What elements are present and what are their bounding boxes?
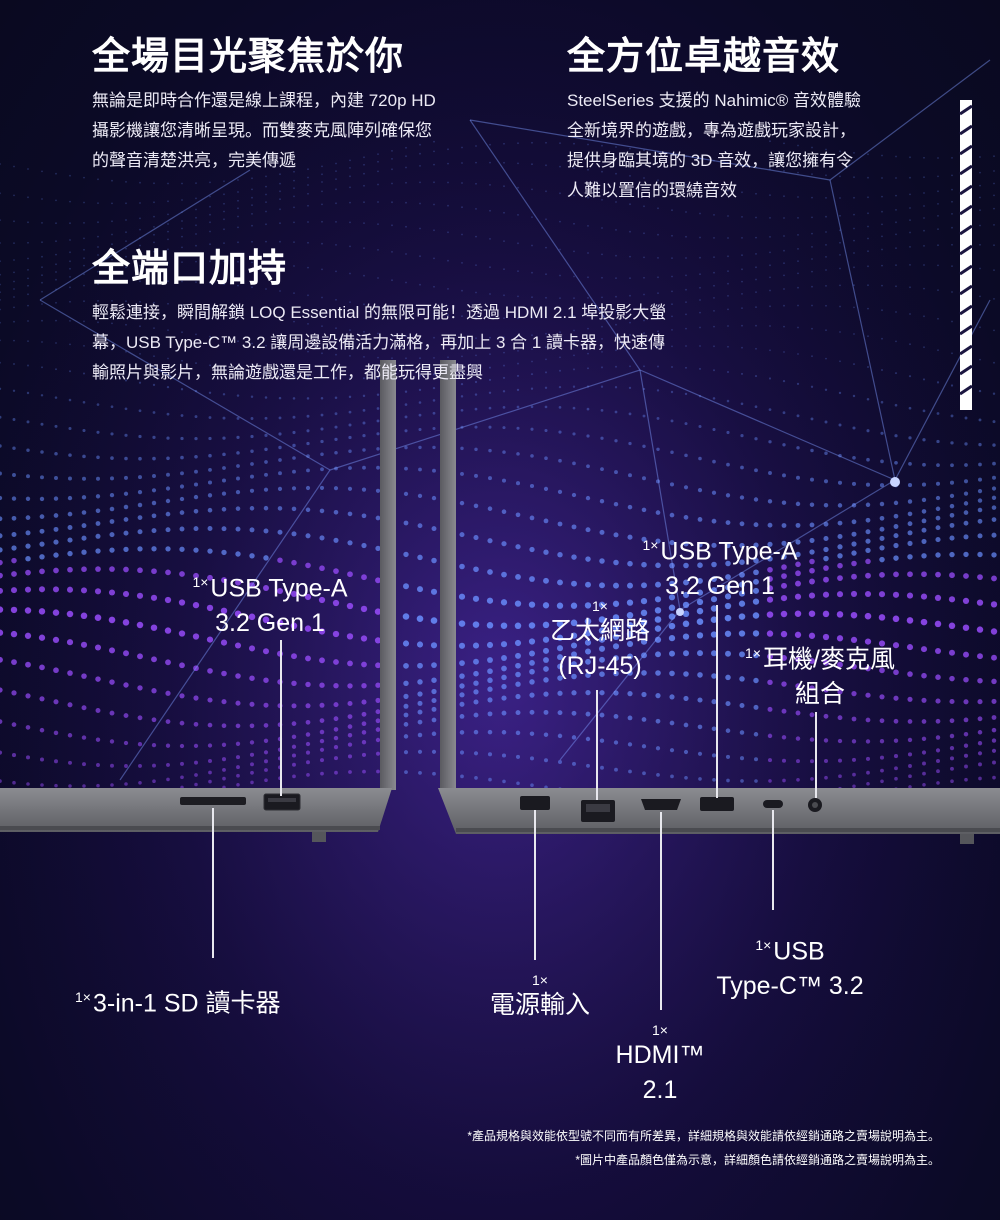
audio-line: 提供身臨其境的 3D 音效，讓您擁有令 [567, 151, 854, 170]
footnote-color: *圖片中產品顏色僅為示意，詳細顏色請依經銷通路之賣場說明為主。 [575, 1153, 940, 1167]
ports-line: 輸照片與影片，無論遊戲還是工作，都能玩得更盡興 [92, 363, 483, 382]
label-text: 組合 [794, 680, 845, 709]
camera-title: 全場目光聚焦於你 [92, 36, 405, 78]
label-usb-a-left: 1×USB Type-A 3.2 Gen 1 [160, 565, 380, 641]
leader-power [534, 810, 536, 960]
qty: 1× [755, 937, 772, 953]
leader-usb-c [772, 810, 774, 910]
audio-line: 人難以置信的環繞音效 [567, 181, 737, 200]
label-text: 2.1 [642, 1076, 678, 1104]
label-text: USB [773, 937, 825, 966]
audio-title: 全方位卓越音效 [567, 36, 841, 78]
label-text: Type-C™ 3.2 [716, 972, 864, 1001]
laptop-right [438, 360, 1000, 844]
ports-line: 幕，USB Type-C™ 3.2 讓周邊設備活力滿格，再加上 3 合 1 讀卡… [92, 333, 666, 352]
qty: 1× [652, 1022, 668, 1038]
qty: 1× [745, 645, 761, 661]
ports-line: 輕鬆連接，瞬間解鎖 LOQ Essential 的無限可能！透過 HDMI 2.… [92, 303, 667, 322]
label-ethernet: 1× 乙太網路 (RJ-45) [520, 598, 680, 684]
label-power: 1× 電源輸入 [470, 972, 610, 1023]
label-text: USB Type-A [210, 574, 348, 603]
ports-title: 全端口加持 [92, 248, 288, 290]
camera-description: 無論是即時合作還是線上課程，內建 720p HD 攝影機讓您清晰呈現。而雙麥克風… [92, 86, 512, 176]
label-sd-reader: 1×3-in-1 SD 讀卡器 [75, 980, 335, 1021]
audio-line: 全新境界的遊戲，專為遊戲玩家設計， [567, 121, 856, 140]
leader-sd-reader [212, 808, 214, 958]
qty: 1× [532, 972, 548, 988]
qty: 1× [592, 598, 608, 614]
label-text: 耳機/麥克風 [763, 645, 895, 674]
label-text: 電源輸入 [489, 991, 590, 1019]
footnote-specs: *產品規格與效能依型號不同而有所差異，詳細規格與效能請依經銷通路之賣場說明為主。 [467, 1129, 940, 1143]
camera-line: 無論是即時合作還是線上課程，內建 720p HD [92, 91, 436, 110]
ports-description: 輕鬆連接，瞬間解鎖 LOQ Essential 的無限可能！透過 HDMI 2.… [92, 298, 772, 388]
leader-hdmi [660, 812, 662, 1010]
label-hdmi: 1× HDMI™ 2.1 [590, 1022, 730, 1108]
label-audio-jack: 1×耳機/麥克風 組合 [720, 636, 920, 712]
label-text: USB Type-A [660, 537, 798, 566]
qty: 1× [642, 537, 659, 553]
audio-description: SteelSeries 支援的 Nahimic® 音效體驗 全新境界的遊戲，專為… [567, 86, 927, 206]
dot-pattern [0, 140, 998, 791]
qty: 1× [192, 574, 209, 590]
audio-line: SteelSeries 支援的 Nahimic® 音效體驗 [567, 91, 862, 110]
network-lines [39, 59, 991, 781]
label-text: (RJ-45) [558, 652, 642, 680]
label-text: 3.2 Gen 1 [665, 572, 775, 601]
camera-line: 的聲音清楚洪亮，完美傳遞 [92, 151, 296, 170]
leader-audio-jack [815, 712, 817, 798]
label-text: 3-in-1 SD 讀卡器 [92, 989, 281, 1018]
laptop-left [0, 360, 396, 842]
stripe-decoration [959, 100, 973, 410]
qty: 1× [75, 989, 91, 1005]
footnotes: *產品規格與效能依型號不同而有所差異，詳細規格與效能請依經銷通路之賣場說明為主。… [300, 1124, 940, 1172]
leader-ethernet [596, 690, 598, 800]
label-usb-c: 1×USB Type-C™ 3.2 [690, 928, 890, 1004]
label-text: 3.2 Gen 1 [215, 609, 325, 638]
leader-usb-a-left [280, 640, 282, 796]
leader-usb-a-right [716, 605, 718, 798]
label-text: HDMI™ [615, 1041, 705, 1069]
camera-line: 攝影機讓您清晰呈現。而雙麥克風陣列確保您 [92, 121, 432, 140]
label-text: 乙太網路 [549, 617, 650, 645]
label-usb-a-right: 1×USB Type-A 3.2 Gen 1 [600, 528, 840, 604]
